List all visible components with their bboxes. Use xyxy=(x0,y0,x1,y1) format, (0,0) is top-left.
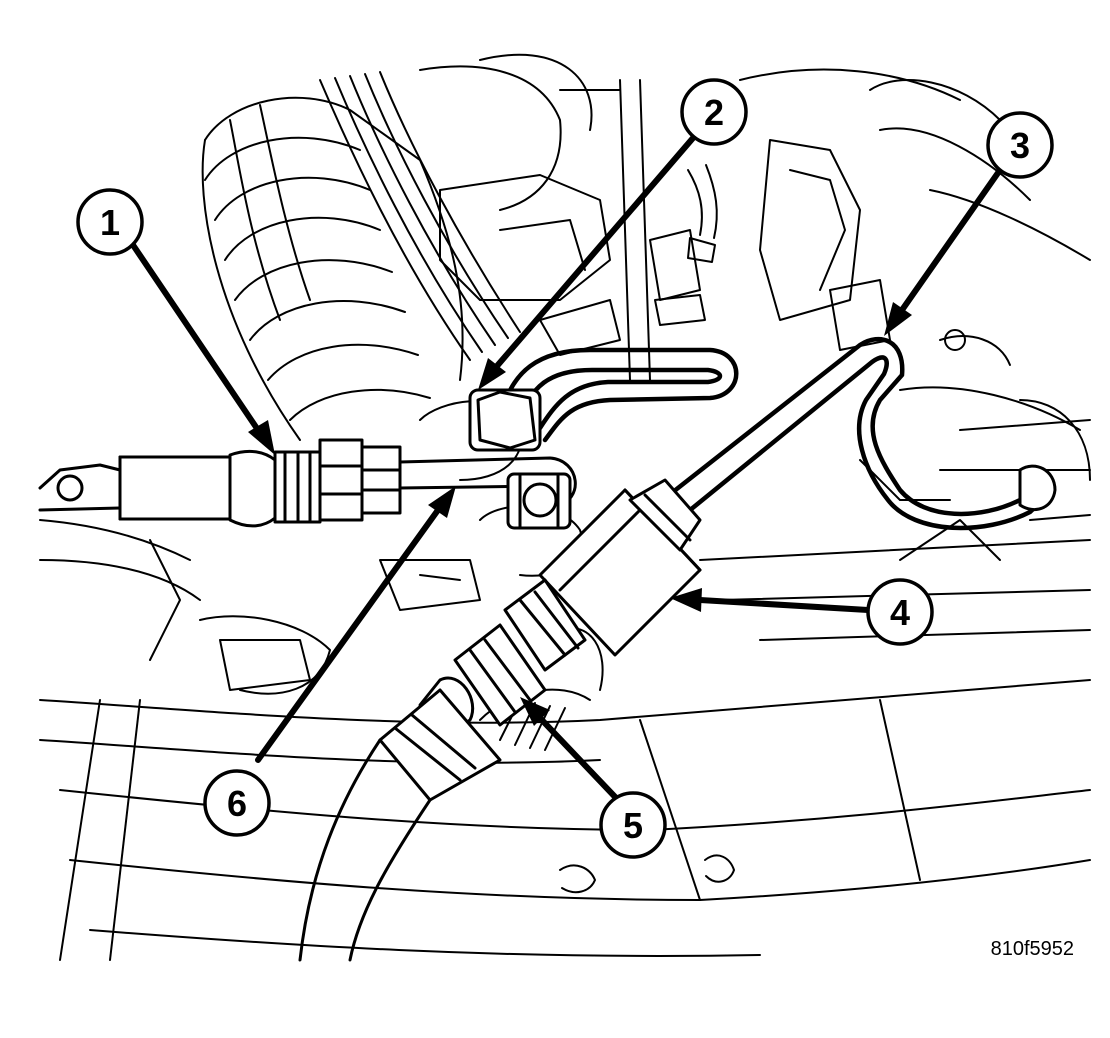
callout-1: 1 xyxy=(76,188,144,256)
arrow-1 xyxy=(130,242,275,455)
callout-4-label: 4 xyxy=(890,592,910,633)
callout-6: 6 xyxy=(203,769,271,837)
callout-1-label: 1 xyxy=(100,202,120,243)
callout-2-label: 2 xyxy=(704,92,724,133)
leader-arrows xyxy=(130,135,1003,803)
callout-5-label: 5 xyxy=(623,805,643,846)
callout-4: 4 xyxy=(866,578,934,646)
callout-6-label: 6 xyxy=(227,783,247,824)
callout-2: 2 xyxy=(680,78,748,146)
callout-3-label: 3 xyxy=(1010,125,1030,166)
callout-3: 3 xyxy=(986,111,1054,179)
hose-and-tube-art xyxy=(38,336,1057,962)
figure-id-label: 810f5952 xyxy=(990,938,1074,960)
callout-5: 5 xyxy=(599,791,667,859)
arrow-5 xyxy=(520,697,621,803)
arrow-4 xyxy=(670,588,871,613)
arrow-3 xyxy=(884,167,1003,336)
arrow-6 xyxy=(255,486,456,763)
arrow-2 xyxy=(478,135,696,390)
